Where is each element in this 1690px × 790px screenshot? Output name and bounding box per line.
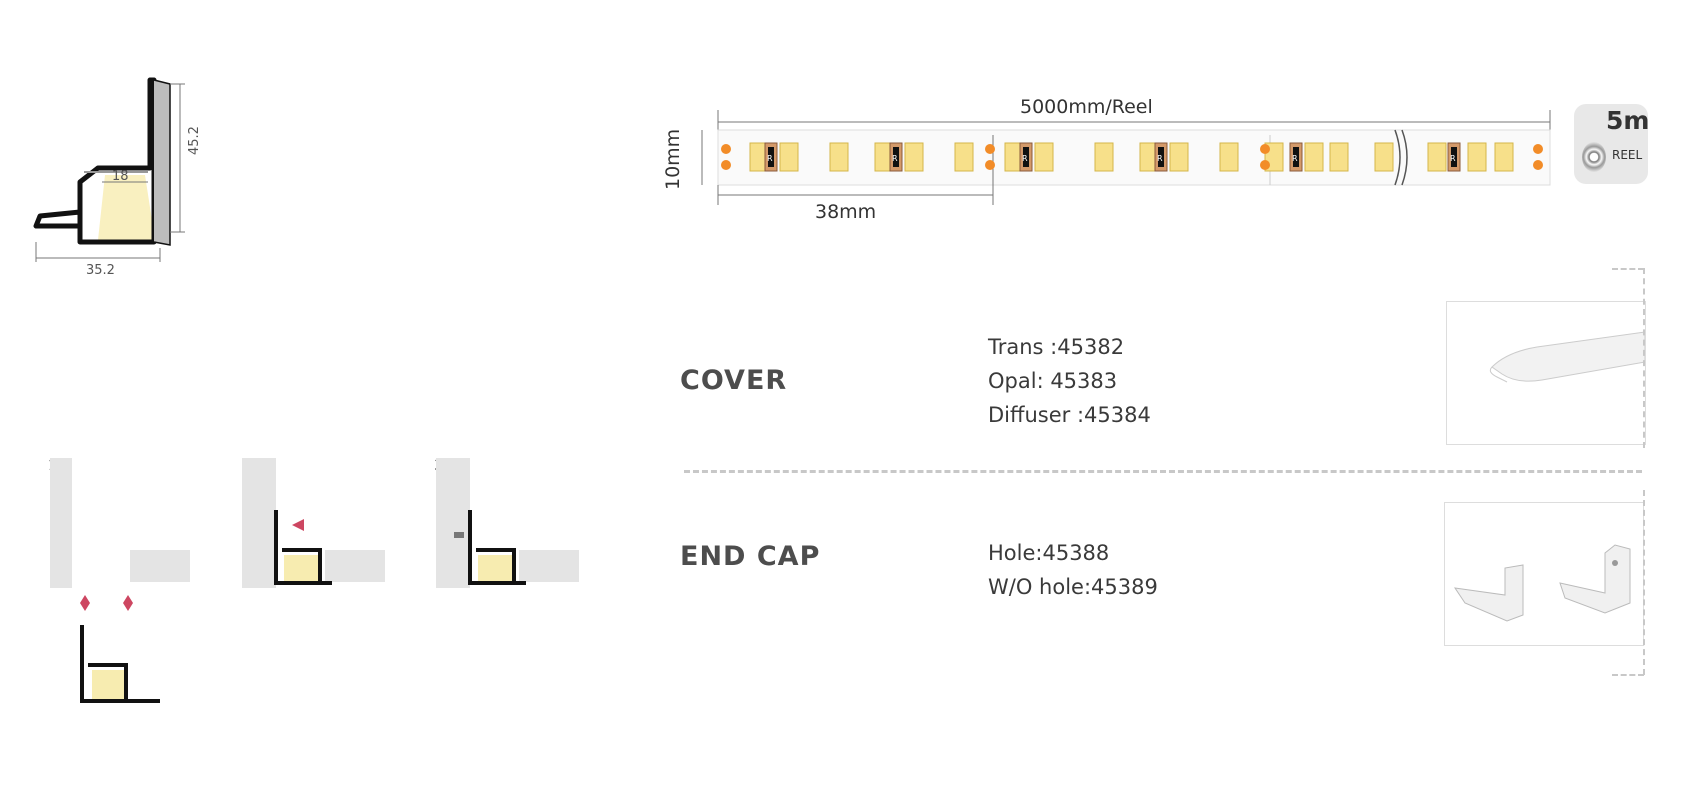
step-3-profile xyxy=(468,510,526,585)
step-2-profile xyxy=(274,510,332,585)
step-3-wall xyxy=(436,458,470,588)
solder-pad xyxy=(1260,160,1270,170)
solder-pad xyxy=(985,160,995,170)
cover-photo xyxy=(1446,301,1646,445)
resistor-body xyxy=(1451,147,1457,167)
solder-pad xyxy=(721,144,731,154)
step-2-ceiling xyxy=(325,550,385,582)
profile-led-glow xyxy=(98,175,155,240)
strip-width-label: 10mm xyxy=(662,128,684,190)
resistor-body xyxy=(768,147,774,167)
step-2-profile-glow xyxy=(284,555,318,581)
cover-dashed-right xyxy=(1643,268,1645,448)
resistor-mark: R xyxy=(767,154,773,163)
endcap-without-hole xyxy=(1559,544,1631,614)
endcap-option-nohole: W/O hole:45389 xyxy=(988,575,1158,599)
step-1-ceiling xyxy=(130,550,190,582)
step-1-profile-glow xyxy=(92,670,126,701)
led-chip xyxy=(904,142,924,172)
endcap-shapes xyxy=(1453,544,1631,622)
led-chip xyxy=(1427,142,1447,172)
resistor-mark: R xyxy=(892,154,898,163)
cover-shape xyxy=(1489,331,1645,383)
step-1-profile xyxy=(80,625,160,703)
step-2-drawing xyxy=(242,458,385,588)
step-1-wall xyxy=(50,458,72,588)
led-chip xyxy=(779,142,799,172)
reel-badge: 5m REEL xyxy=(1574,104,1650,184)
solder-pad xyxy=(721,160,731,170)
profile-drawing: 18 45.2 35.2 xyxy=(33,77,202,278)
height-dim-label: 45.2 xyxy=(187,126,202,155)
step-2-wall xyxy=(242,458,276,588)
width-dim-label: 35.2 xyxy=(86,263,115,278)
resistor-mark: R xyxy=(1157,154,1163,163)
led-chip xyxy=(1094,142,1114,172)
reel-icon xyxy=(1582,142,1606,172)
strip-segment-label: 38mm xyxy=(815,201,877,223)
led-chip xyxy=(829,142,849,172)
led-chip xyxy=(1329,142,1349,172)
led-chip xyxy=(1467,142,1487,172)
reel-text: REEL xyxy=(1612,148,1643,162)
endcap-hole xyxy=(1612,560,1618,566)
step-3-drawing xyxy=(436,458,579,588)
solder-pad xyxy=(1533,144,1543,154)
resistor-mark: R xyxy=(1450,154,1456,163)
solder-pad xyxy=(985,144,995,154)
profile-right-wall xyxy=(153,79,171,246)
resistor-body xyxy=(1293,147,1299,167)
cover-title: COVER xyxy=(680,365,788,396)
resistor-body xyxy=(893,147,899,167)
strip-body xyxy=(717,129,1551,186)
endcap-with-hole xyxy=(1453,564,1524,622)
inner-dim-label: 18 xyxy=(112,169,129,184)
endcap-photo xyxy=(1444,502,1644,646)
led-chip xyxy=(1494,142,1514,172)
step-3-profile-glow xyxy=(478,555,512,581)
resistor-body xyxy=(1158,147,1164,167)
cover-option-opal: Opal: 45383 xyxy=(988,369,1118,393)
endcap-title: END CAP xyxy=(680,541,821,572)
led-chip xyxy=(1304,142,1324,172)
step-1-drawing xyxy=(50,458,190,703)
led-chip xyxy=(954,142,974,172)
resistor-mark: R xyxy=(1292,154,1298,163)
led-chip xyxy=(1034,142,1054,172)
cover-option-diffuser: Diffuser :45384 xyxy=(988,403,1151,427)
led-chip xyxy=(1169,142,1189,172)
endcap-dashed-right xyxy=(1643,490,1645,675)
cover-option-trans: Trans :45382 xyxy=(988,335,1125,359)
led-chip xyxy=(1219,142,1239,172)
step-1-arrow-left xyxy=(80,595,90,611)
led-chip xyxy=(1374,142,1394,172)
solder-pad xyxy=(1260,144,1270,154)
endcap-dashed-bottom xyxy=(1612,674,1644,676)
step-2-arrow xyxy=(292,519,304,531)
resistor-body xyxy=(1023,147,1029,167)
solder-pad xyxy=(1533,160,1543,170)
reel-qty: 5m xyxy=(1606,106,1650,135)
step-1-arrow-right xyxy=(123,595,133,611)
step-3-ceiling xyxy=(519,550,579,582)
cover-dashed-top xyxy=(1612,268,1644,270)
strip-break xyxy=(1394,129,1408,186)
section-divider xyxy=(684,470,1642,473)
endcap-option-hole: Hole:45388 xyxy=(988,541,1110,565)
strip-length-label: 5000mm/Reel xyxy=(1020,96,1153,118)
resistor-mark: R xyxy=(1022,154,1028,163)
step-3-screw xyxy=(454,532,464,538)
